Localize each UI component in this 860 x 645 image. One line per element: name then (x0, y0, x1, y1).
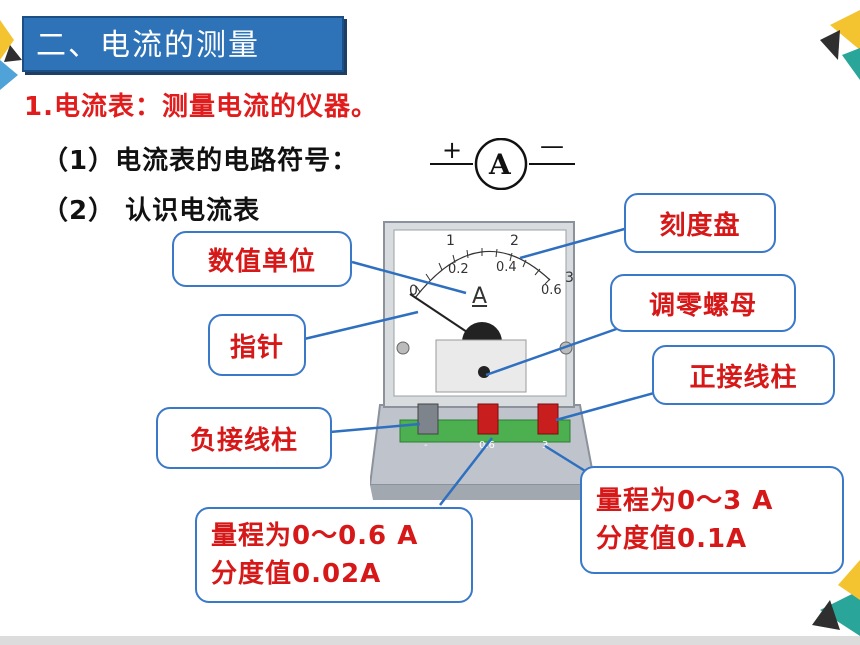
page-title: 二、电流的测量 (36, 28, 260, 63)
meter-tick-0.6: 0.6 (541, 283, 562, 298)
footer-bar (0, 636, 860, 645)
range-small-line1: 量程为0～0.6 A (211, 521, 419, 551)
terminal-label-3: 3 (542, 440, 549, 451)
meter-tick-0.2: 0.2 (448, 262, 469, 277)
callout-range-large: 量程为0～3 A 分度值0.1A (580, 466, 844, 574)
range-large-line2: 分度值0.1A (596, 524, 748, 554)
symbol-plus: + (442, 136, 463, 164)
callout-negative-terminal: 负接线柱 (156, 407, 332, 469)
meter-tick-0.4: 0.4 (496, 260, 517, 275)
heading-ammeter-definition: 1.电流表：测量电流的仪器。 (24, 92, 378, 122)
heading-know-ammeter: （2） 认识电流表 (42, 196, 261, 226)
callout-pointer: 指针 (208, 314, 306, 376)
callout-scale-dial: 刻度盘 (624, 193, 776, 253)
meter-tick-0: 0 (409, 283, 418, 299)
heading-circuit-symbol: （1）电流表的电路符号： (42, 146, 359, 176)
symbol-letter: A (489, 148, 511, 181)
meter-unit: A (472, 284, 488, 309)
callout-zero-adjust: 调零螺母 (610, 274, 796, 332)
ammeter-circuit-symbol (430, 138, 575, 190)
range-large-line1: 量程为0～3 A (596, 486, 774, 516)
meter-tick-2: 2 (510, 233, 519, 249)
symbol-minus: — (540, 132, 564, 160)
callout-unit: 数值单位 (172, 231, 352, 287)
meter-tick-3: 3 (565, 270, 574, 286)
callout-positive-terminal: 正接线柱 (652, 345, 835, 405)
callout-range-small: 量程为0～0.6 A 分度值0.02A (195, 507, 473, 603)
meter-tick-1: 1 (446, 233, 455, 249)
terminal-label-negative: - (424, 440, 428, 451)
title-banner (22, 16, 344, 72)
ammeter-illustration (370, 221, 597, 500)
range-small-line2: 分度值0.02A (211, 559, 382, 589)
